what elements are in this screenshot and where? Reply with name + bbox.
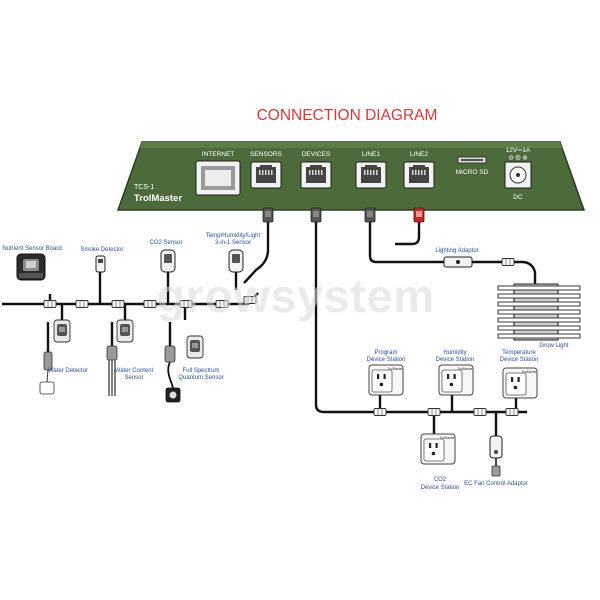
power-rating-label: 12V⎓1A: [506, 147, 531, 154]
internet-label: INTERNET: [202, 151, 235, 158]
temperature-station-label-2: Device Station: [500, 357, 539, 363]
water-detector-label: Water Detector: [48, 368, 88, 374]
sensors-plug: [262, 207, 274, 223]
co2-outlet-brand: TrolMaster: [439, 436, 455, 440]
polarity-icon: [508, 155, 528, 161]
quantum-sensor-label-1: Full Spectrum: [182, 368, 219, 374]
water-content-unit: [116, 319, 134, 343]
device-bus-connector: [427, 408, 441, 416]
device-drop-cables: [378, 395, 518, 436]
nutrient-sensor-label: Nutrient Sensor Board: [2, 246, 61, 252]
internet-port: [195, 160, 241, 196]
water-detector-unit: [53, 319, 71, 343]
cables: [2, 222, 537, 436]
bus-connector: [75, 300, 89, 308]
sensors-port: [250, 161, 282, 189]
lighting-adaptor-label: Lighting Adaptor: [435, 248, 478, 254]
temperature-outlet-brand: TrolMaster: [521, 370, 537, 374]
water-content-probe: [106, 345, 118, 396]
co2-sensor: [160, 249, 176, 273]
devices-cable: [314, 222, 527, 414]
program-station-label-2: Device Station: [367, 357, 406, 363]
co2-station-label-2: Device Station: [421, 485, 460, 491]
line2-cable: [395, 222, 421, 246]
bus-connector: [143, 300, 157, 308]
device-bus-connector: [473, 408, 487, 416]
smoke-detector: [95, 255, 106, 273]
temp-humidity-light-sensor: [228, 249, 244, 273]
co2-station-label-1: CO2: [434, 477, 447, 483]
line1-cable: [368, 222, 522, 264]
quantum-sensor-unit: [186, 335, 204, 359]
lighting-adaptor: [443, 256, 473, 268]
line2-label: LINE2: [410, 151, 428, 158]
quantum-sensor-head: [164, 345, 181, 403]
light-bus-connector: [501, 258, 515, 266]
temp-sensor-label-2: 3-in-1 Sensor: [215, 240, 251, 246]
grow-light: [497, 283, 581, 341]
line1-label: LINE1: [362, 151, 380, 158]
bus-connector: [111, 300, 125, 308]
sensors-label: SENSORS: [250, 151, 282, 158]
bus-connector: [43, 300, 57, 308]
smoke-detector-label: Smoke Detector: [80, 247, 123, 253]
diagram-title: CONNECTION DIAGRAM: [257, 107, 438, 124]
co2-sensor-label: CO2 Sensor: [149, 240, 182, 246]
micro-sd-label: MICRO SD: [456, 169, 489, 176]
controller-panel: INTERNET SENSORS DEVICES LINE1 LINE2 MIC…: [116, 141, 586, 211]
brand-logo: TrolMaster: [134, 193, 182, 204]
device-bus-connector: [373, 408, 387, 416]
humidity-station-label-2: Device Station: [436, 357, 475, 363]
device-bus-connector: [505, 408, 519, 416]
program-outlet-brand: TrolMaster: [387, 367, 403, 371]
quantum-sensor-label-2: Quantum Sensor: [178, 375, 223, 381]
devices-port: [300, 161, 332, 189]
nutrient-sensor-board: [16, 253, 46, 281]
humidity-outlet-brand: TrolMaster: [457, 367, 473, 371]
devices-label: DEVICES: [302, 151, 331, 158]
line1-plug: [364, 207, 376, 223]
grow-light-cable: [521, 260, 537, 285]
sensor-drop-cables: [46, 304, 187, 352]
micro-sd-slot: [457, 156, 487, 164]
humidity-station-label-1: Humidity: [443, 350, 466, 356]
water-content-label-2: Sensor: [124, 375, 143, 381]
water-content-label-1: Water Content: [115, 368, 154, 374]
devices-plug: [310, 207, 322, 223]
ec-fan-control-adaptor: [489, 435, 503, 477]
line1-port: [355, 161, 387, 189]
program-station-label-1: Program: [374, 350, 397, 356]
temperature-station-label-1: Temperature: [502, 350, 536, 356]
line2-plug: [413, 207, 425, 223]
temp-sensor-label-1: Temp/Humidity/Light: [206, 233, 261, 239]
watermark: growsystem: [157, 270, 435, 322]
water-detector-probe: [39, 351, 55, 395]
dc-jack: [504, 161, 532, 189]
line2-port: [403, 161, 435, 189]
dc-label: DC: [513, 194, 523, 201]
sensors-cable: [243, 222, 270, 284]
grow-light-label: Grow Light: [539, 343, 568, 349]
sensor-bus-cable: [2, 272, 259, 306]
ec-fan-label: EC Fan Control Adaptor: [464, 481, 528, 487]
model-label: TCS-1: [134, 184, 154, 191]
